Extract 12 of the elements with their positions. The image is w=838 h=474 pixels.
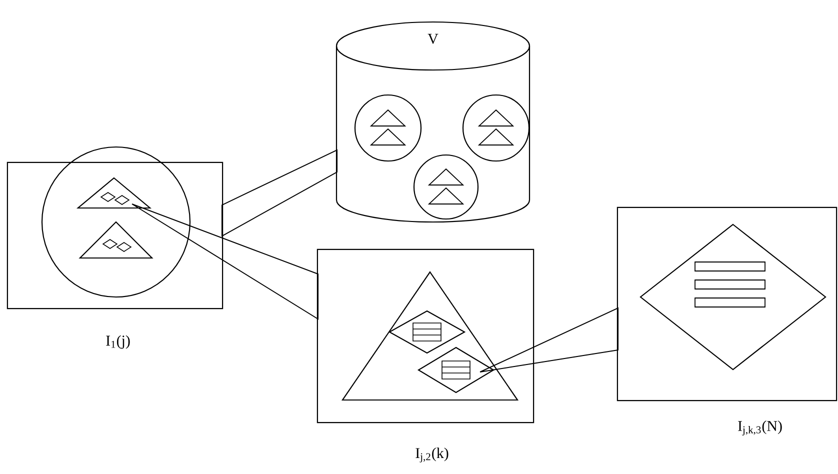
circle — [354, 94, 422, 162]
circle — [413, 154, 479, 220]
callout-lines — [480, 307, 618, 372]
callout-lines — [132, 204, 318, 320]
circle — [462, 94, 530, 162]
diamond — [640, 224, 826, 370]
caption-label: I$_{j,2}$(k) — [416, 448, 448, 462]
caption-label: I$_{j,k,3}$(N) — [738, 420, 782, 436]
node-label: V — [428, 34, 438, 44]
caption-label: I$_{1}$(j) — [106, 335, 130, 349]
callout-lines — [222, 149, 338, 237]
circle — [41, 146, 191, 298]
